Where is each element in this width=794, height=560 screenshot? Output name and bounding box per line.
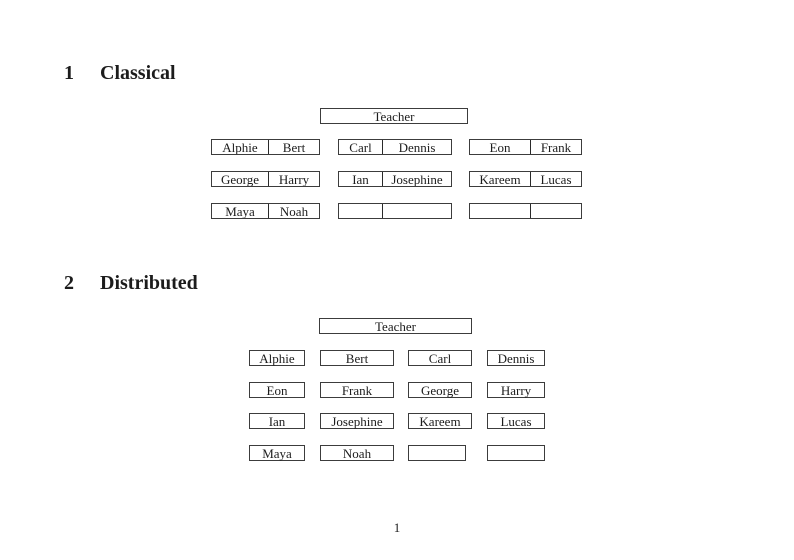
seat-cell: Kareem xyxy=(470,172,531,186)
student-box: Harry xyxy=(487,382,545,398)
student-box: Alphie xyxy=(249,350,305,366)
student-box-empty xyxy=(487,445,545,461)
section-title: Classical xyxy=(100,62,176,84)
section-number: 1 xyxy=(64,62,74,84)
student-box: Bert xyxy=(320,350,394,366)
seat-cell xyxy=(470,204,531,218)
section-heading-distributed: 2 Distributed xyxy=(64,272,198,295)
desk-pair: Maya Noah xyxy=(211,203,320,219)
student-box: Eon xyxy=(249,382,305,398)
seat-cell: Harry xyxy=(278,172,310,186)
desk-pair: Ian Josephine xyxy=(338,171,452,187)
student-box: Lucas xyxy=(487,413,545,429)
seat-cell: Ian xyxy=(339,172,383,186)
seat-cell xyxy=(383,204,451,218)
page-number: 1 xyxy=(393,520,401,535)
seat-cell: Alphie xyxy=(212,140,269,154)
seat-cell: Josephine xyxy=(391,172,443,186)
seat-cell: Dennis xyxy=(398,140,436,154)
seat-cell: Eon xyxy=(470,140,531,154)
section-heading-classical: 1 Classical xyxy=(64,62,176,85)
section-title: Distributed xyxy=(100,272,198,294)
section-number: 2 xyxy=(64,272,74,294)
student-box: Josephine xyxy=(320,413,394,429)
seat-cell: George xyxy=(212,172,269,186)
student-box: Carl xyxy=(408,350,472,366)
desk-pair: Eon Frank xyxy=(469,139,582,155)
student-box: Kareem xyxy=(408,413,472,429)
desk-pair: Carl Dennis xyxy=(338,139,452,155)
student-box-empty xyxy=(408,445,466,461)
teacher-box: Teacher xyxy=(320,108,468,124)
seat-cell: Maya xyxy=(212,204,269,218)
student-box: George xyxy=(408,382,472,398)
desk-pair: Alphie Bert xyxy=(211,139,320,155)
student-box: Dennis xyxy=(487,350,545,366)
seat-cell: Bert xyxy=(282,140,306,154)
seat-cell: Noah xyxy=(279,204,309,218)
seat-cell xyxy=(531,204,581,218)
teacher-box: Teacher xyxy=(319,318,472,334)
desk-pair-empty xyxy=(338,203,452,219)
student-box: Noah xyxy=(320,445,394,461)
student-box: Frank xyxy=(320,382,394,398)
student-box: Maya xyxy=(249,445,305,461)
seat-cell: Lucas xyxy=(540,172,572,186)
student-box: Ian xyxy=(249,413,305,429)
desk-pair: Kareem Lucas xyxy=(469,171,582,187)
seat-cell xyxy=(339,204,383,218)
desk-pair-empty xyxy=(469,203,582,219)
desk-pair: George Harry xyxy=(211,171,320,187)
seat-cell: Carl xyxy=(339,140,383,154)
seat-cell: Frank xyxy=(540,140,572,154)
